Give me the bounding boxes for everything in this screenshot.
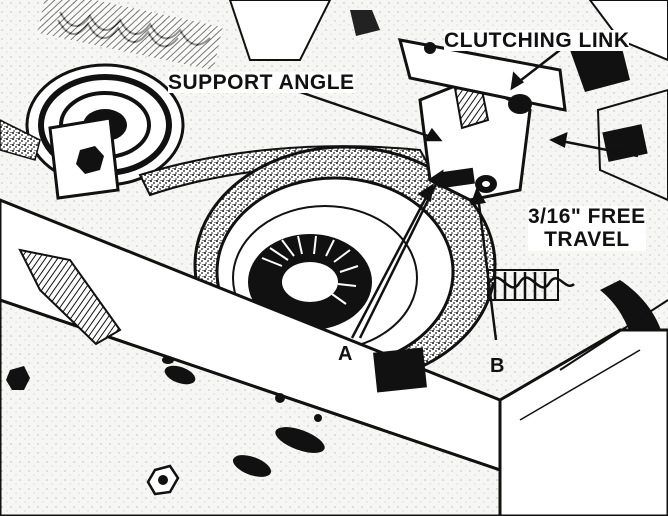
deck-fasteners bbox=[6, 356, 325, 496]
upper-clip bbox=[350, 10, 380, 36]
point-a-label: A bbox=[338, 343, 353, 365]
belt-left-end bbox=[0, 119, 41, 161]
free-travel-line2: TRAVEL bbox=[544, 227, 630, 251]
left-nut-block bbox=[48, 116, 120, 200]
deck-housing bbox=[0, 198, 668, 516]
leader-lines bbox=[299, 49, 639, 341]
free-travel-line1: 3/16" FREE bbox=[528, 205, 646, 228]
upper-spring bbox=[37, 0, 223, 71]
upper-bracket bbox=[228, 0, 332, 61]
free-travel-label: 3/16" FREE TRAVEL bbox=[528, 205, 646, 252]
clutching-link-plate bbox=[397, 38, 567, 114]
support-angle-label: SUPPORT ANGLE bbox=[168, 71, 355, 94]
right-block bbox=[570, 40, 630, 92]
clutching-link-label: CLUTCHING LINK bbox=[444, 29, 630, 52]
lower-spring bbox=[487, 269, 575, 301]
idler-block bbox=[373, 347, 427, 393]
point-b-label: B bbox=[490, 355, 505, 377]
hatched-arm bbox=[18, 248, 122, 346]
